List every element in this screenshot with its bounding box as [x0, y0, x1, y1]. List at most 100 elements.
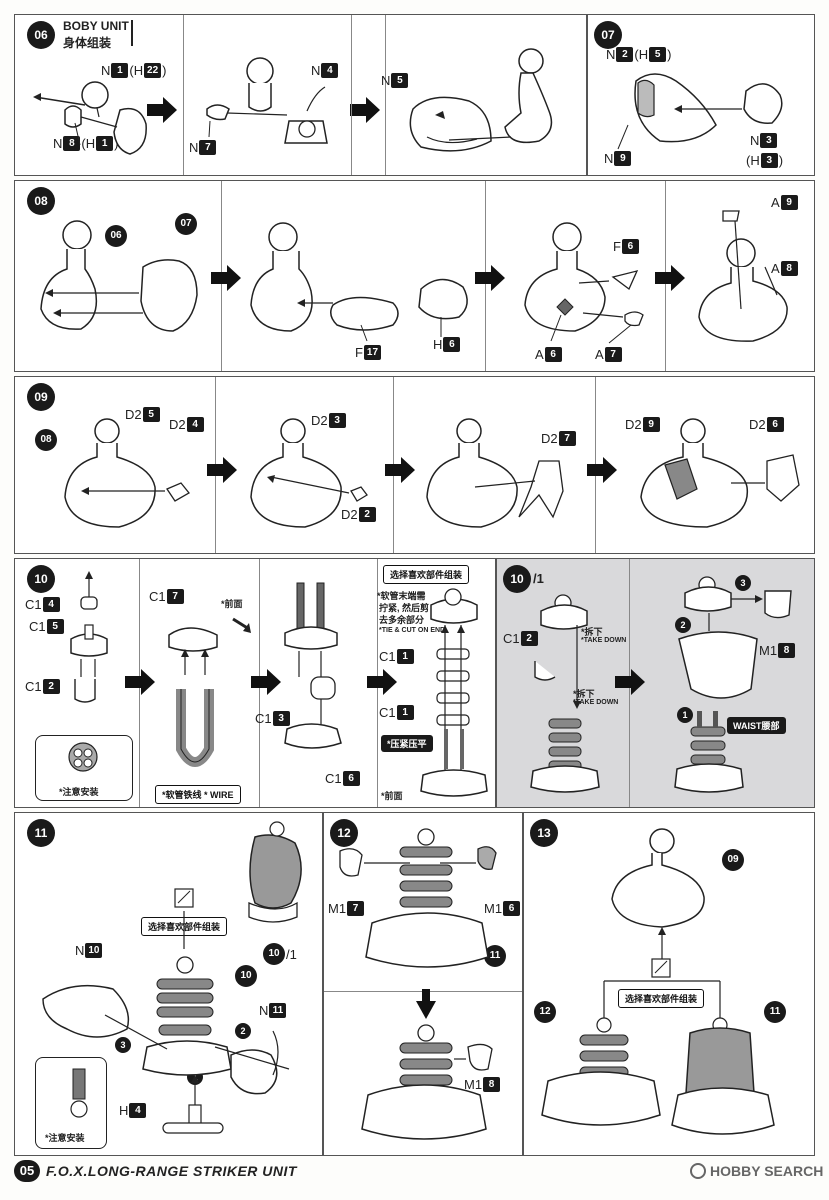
step-11-number: 11 — [27, 819, 55, 847]
ref-12: 12 — [534, 1001, 556, 1023]
step-10-sub1-drawing — [70, 571, 108, 703]
step-13-panel: 13 09 选择喜欢部件组装 12 11 — [523, 812, 815, 1156]
take-down-cn-2: *拆下 — [573, 689, 595, 699]
step-10-number: 10 — [27, 565, 55, 593]
step-07-number: 07 — [594, 21, 622, 49]
ref-09: 09 — [722, 849, 744, 871]
front-note-2: *前面 — [381, 791, 403, 801]
step-09-sub1-drawing — [64, 418, 190, 528]
watermark-logo-icon — [690, 1163, 706, 1179]
step-arrow — [367, 669, 397, 695]
watermark-text: HOBBY SEARCH — [710, 1163, 824, 1179]
watermark: HOBBY SEARCH — [690, 1163, 823, 1179]
step-08-sub4-drawing — [698, 210, 788, 342]
step-arrow — [125, 669, 155, 695]
press-tag: *压紧压平 — [381, 735, 433, 752]
step-10-sub4-drawing — [420, 588, 488, 797]
step-11-panel: 11 选择喜欢部件组装 10 10/1 N10 N11 H4 1 2 3 *注意… — [14, 812, 323, 1156]
callout-3: 3 — [735, 575, 751, 591]
tie-note-cn2: 拧紧, 然后剪 — [379, 603, 430, 613]
step-arrow — [211, 265, 241, 291]
step-10-1-number: 10 — [503, 565, 531, 593]
step-arrow — [615, 669, 645, 695]
step-09-number: 09 — [27, 383, 55, 411]
install-detail-11 — [35, 1057, 107, 1149]
divider — [351, 15, 352, 175]
take-down-en-1: *TAKE DOWN — [581, 637, 627, 644]
ref-08: 08 — [35, 429, 57, 451]
step-11-drawing — [42, 821, 302, 1134]
ref-06: 06 — [105, 225, 127, 247]
waist-tag: WAIST腰部 — [727, 717, 786, 734]
step-arrow — [251, 669, 281, 695]
choose-tag-13: 选择喜欢部件组装 — [618, 989, 705, 1008]
step-09-sub2-drawing — [250, 418, 368, 528]
wire-tag: *软管铁线 * WIRE — [155, 785, 241, 804]
title-bar — [131, 20, 133, 46]
step-10-sub2-drawing — [168, 617, 251, 767]
step-13-number: 13 — [530, 819, 558, 847]
callout-3: 3 — [115, 1037, 131, 1053]
step-arrow — [350, 97, 380, 123]
step-12-number: 12 — [330, 819, 358, 847]
step-12-drawing — [339, 828, 497, 1140]
product-title: F.O.X.LONG-RANGE STRIKER UNIT — [46, 1163, 297, 1179]
choose-tag-10: 选择喜欢部件组装 — [383, 565, 470, 584]
install-note: *注意安装 — [59, 787, 99, 797]
tie-note-cn3: 去多余部分 — [379, 615, 425, 625]
ref-10-1: 10/1 — [263, 943, 297, 965]
step-06-title-cn: 身体组装 — [63, 36, 112, 50]
step-07-drawing — [617, 73, 783, 150]
take-down-en-2: *TAKE DOWN — [573, 699, 619, 706]
step-06-title-en: BOBY UNIT — [63, 19, 129, 33]
step-arrow — [385, 457, 415, 483]
callout-2: 2 — [235, 1023, 251, 1039]
step-arrow — [587, 457, 617, 483]
tie-note-cn1: *软管末端需 — [377, 591, 426, 601]
step-06-sub2-drawing — [206, 57, 328, 144]
step-08-sub1-drawing — [40, 220, 198, 332]
step-10-1-sub2-drawing — [674, 576, 792, 793]
step-13-drawing — [541, 828, 775, 1135]
tie-note-en: *TIE & CUT ON END — [379, 627, 446, 634]
install-detail-drawing — [68, 742, 98, 772]
ref-11: 11 — [484, 945, 506, 967]
